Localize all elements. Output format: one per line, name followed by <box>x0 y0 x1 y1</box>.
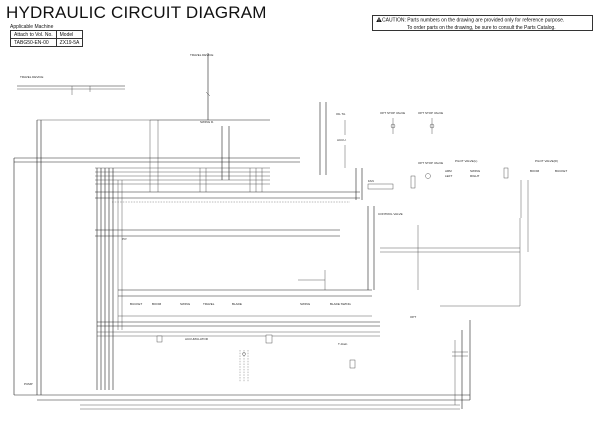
oil-tank-area: OIL TA. ACCU. FAN <box>319 102 394 200</box>
travel-device-left: TRAVEL DEVICE <box>17 75 125 95</box>
label-opt-stop-valve-3: OPT STOP VALVE <box>418 161 443 165</box>
label-opt: OPT <box>410 315 416 319</box>
label-pilot-valve-left: PILOT VALVE(L) <box>455 159 477 163</box>
main-piping <box>13 119 529 410</box>
table-cell: TABG50-EN-00 <box>10 38 57 47</box>
control-valve: CONTROL VALVE <box>367 206 403 290</box>
label-blade-swing: BLADE SWING <box>330 302 352 306</box>
label-swing-device: SWING D. <box>200 120 214 124</box>
label-bucket-section: BUCKET <box>130 302 142 306</box>
label-pilot-valve-right: PILOT VALVE(R) <box>535 159 558 163</box>
warning-triangle-icon <box>376 17 382 22</box>
label-opt-stop-valve-1: OPT STOP VALVE <box>380 111 405 115</box>
table-cell: ZX19-5A <box>55 38 84 47</box>
label-accumulator-section: ACCUMULATOR <box>185 337 209 341</box>
table-row: TABG50-EN-00 ZX19-5A <box>10 38 84 47</box>
label-pilot-pump: P.P. <box>122 237 127 241</box>
page-title: HYDRAULIC CIRCUIT DIAGRAM <box>6 3 267 22</box>
applicable-machine-label: Applicable Machine <box>10 24 54 30</box>
applicable-machine-table: Attach to Vol. No. Model TABG50-EN-00 ZX… <box>10 30 84 47</box>
caution-text-1: CAUTION: Parts numbers on the drawing ar… <box>382 17 565 24</box>
component-symbols <box>156 167 509 382</box>
label-control-valve: CONTROL VALVE <box>378 212 403 216</box>
label-pump: PUMP <box>24 382 33 386</box>
caution-line-2: To order parts on the drawing, be sure t… <box>407 24 556 31</box>
caution-line-1: CAUTION: Parts numbers on the drawing ar… <box>376 17 589 25</box>
label-swing-boom: SWING <box>300 302 311 306</box>
label-oil-tank: OIL TA. <box>336 112 346 116</box>
label-accumulator: ACCU. <box>337 138 347 142</box>
label-swing: SWING <box>470 169 481 173</box>
label-opt-stop-valve-2: OPT STOP VALVE <box>418 111 443 115</box>
caution-box: CAUTION: Parts numbers on the drawing ar… <box>372 15 593 31</box>
label-blade-section: BLADE <box>232 302 242 306</box>
label-swing-section: SWING <box>180 302 191 306</box>
label-arm: ARM <box>445 169 452 173</box>
label-left: LEFT <box>445 174 453 178</box>
travel-device-right: TRAVEL DEVICE <box>150 53 270 121</box>
label-right: RIGHT <box>470 174 480 178</box>
label-travel-device-left: TRAVEL DEVICE <box>20 75 43 79</box>
spool-section-labels: BUCKET BOOM SWING TRAVEL BLADE SWING BLA… <box>24 237 416 386</box>
label-travel-device-right: TRAVEL DEVICE <box>190 53 213 57</box>
label-t-drain: T drain <box>338 342 348 346</box>
swing-device: SWING D. <box>200 120 230 180</box>
label-boom-section: BOOM <box>152 302 162 306</box>
label-boom: BOOM <box>530 169 540 173</box>
label-fan: FAN <box>368 179 374 183</box>
label-travel-section: TRAVEL <box>203 302 215 306</box>
label-bucket: BUCKET <box>555 169 567 173</box>
opt-stop-valves: OPT STOP VALVE OPT STOP VALVE OPT STOP V… <box>380 111 443 179</box>
pilot-valves: PILOT VALVE(L) ARM SWING LEFT RIGHT PILO… <box>445 159 567 218</box>
